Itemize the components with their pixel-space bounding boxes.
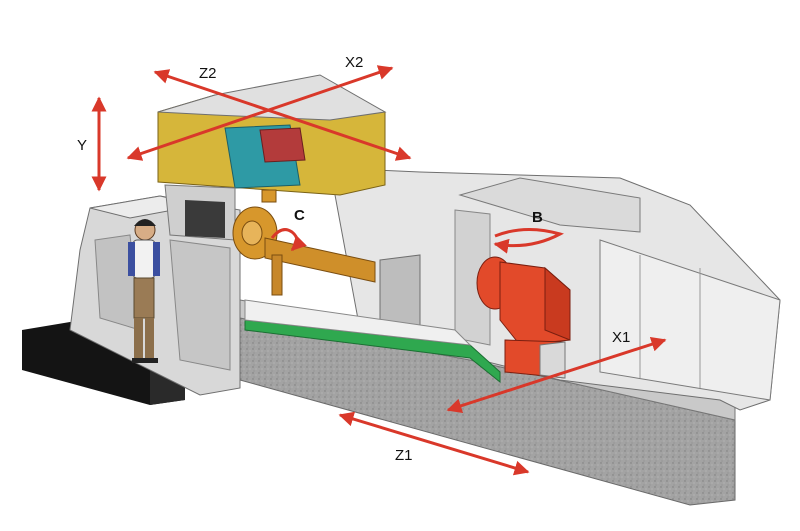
human-figure (128, 219, 160, 363)
x2-arrow (126, 65, 394, 161)
c-label: C (294, 207, 305, 224)
y-label: Y (77, 137, 87, 154)
c-rotation-arrow (270, 228, 307, 252)
b-label: B (532, 209, 543, 226)
b-rotation-arrow (493, 227, 564, 254)
x2-label: X2 (345, 54, 363, 71)
x1-label: X1 (612, 329, 630, 346)
z1-label: Z1 (395, 447, 413, 464)
z1-arrow (338, 411, 530, 476)
axis-arrows (91, 65, 667, 476)
z2-label: Z2 (199, 65, 217, 82)
x1-arrow (446, 337, 667, 413)
